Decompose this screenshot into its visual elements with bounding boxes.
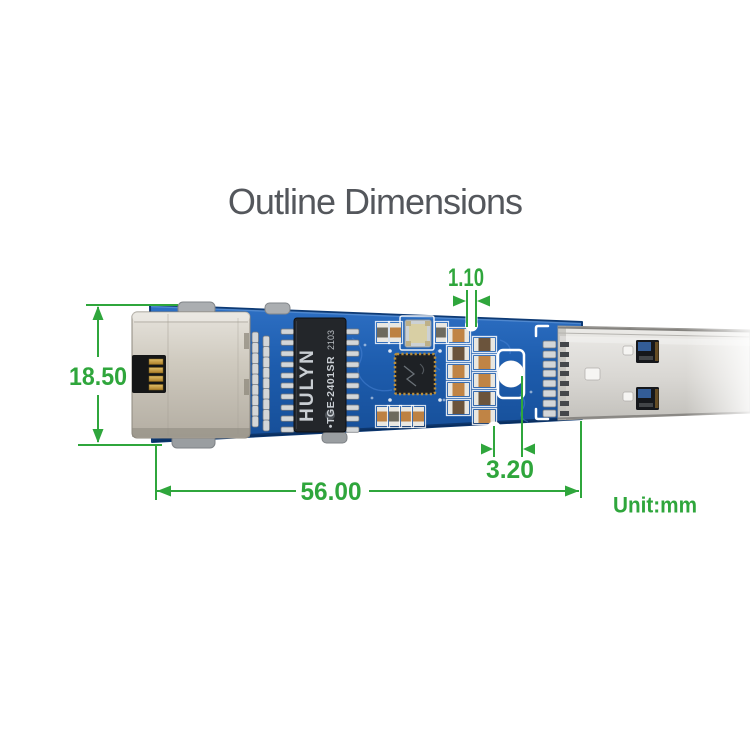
crystal-oscillator [399, 315, 435, 351]
arrowhead-right [453, 295, 466, 307]
ic-marking [419, 363, 425, 375]
arrowhead-right [481, 443, 493, 455]
board-width-value: 18.50 [69, 363, 127, 391]
usb-latch-slot [622, 345, 634, 356]
hole-diameter-value: 3.20 [486, 456, 534, 484]
arrowhead-left [523, 443, 535, 455]
arrowhead-left [157, 485, 171, 497]
dimension-board-length: 56.00 [155, 421, 582, 506]
rj45-shield-tab [321, 431, 348, 444]
transformer-datecode-text: 2103 [326, 330, 336, 350]
transformer-part-text: •TGE-2401SR [325, 356, 337, 428]
transformer-brand-text: HULYN [297, 348, 318, 422]
arrowhead-up [92, 306, 104, 320]
silk-corner-mark [534, 407, 550, 421]
arrowhead-left [477, 295, 490, 307]
usb-a-connector [557, 324, 750, 422]
usb-window [636, 340, 659, 363]
usb-latch-slot [622, 391, 634, 402]
usb-shell-hole [584, 367, 601, 381]
usb-window [636, 387, 659, 410]
controller-ic [388, 349, 442, 402]
rj45-shield-tab [264, 302, 291, 315]
board-length-value: 56.00 [301, 478, 362, 506]
mounting-hole [496, 348, 526, 400]
silk-corner-mark [534, 324, 550, 338]
board-slot-notch [465, 302, 478, 332]
usb-shell-crimp-slots [560, 342, 569, 416]
arrowhead-right [565, 485, 579, 497]
rj45-port-contacts [132, 355, 166, 393]
page-title: Outline Dimensions [227, 181, 523, 222]
ic-marking [403, 365, 417, 387]
dimension-board-width: 18.50 [69, 304, 178, 446]
slot-width-value: 1.10 [448, 264, 484, 292]
arrowhead-down [92, 429, 104, 443]
pin1-dimple [325, 410, 335, 420]
rj45-jack [131, 311, 251, 439]
unit-label: Unit:mm [613, 493, 697, 518]
dimension-slot-width: 1.10 [448, 264, 490, 327]
ethernet-transformer-chip: HULYN 2103 •TGE-2401SR [280, 317, 360, 433]
dimension-hole-diameter: 3.20 [481, 376, 535, 484]
